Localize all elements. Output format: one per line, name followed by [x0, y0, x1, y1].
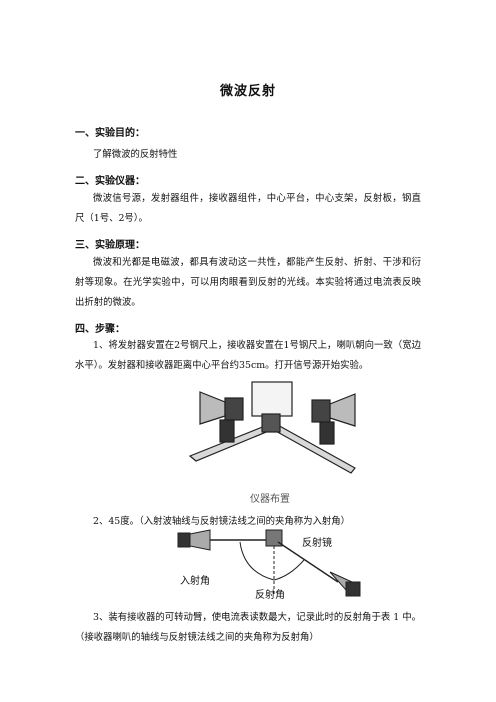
step-1: 1、将发射器安置在2号钢尺上，接收器安置在1号钢尺上，喇叭朝向一致（宽边水平）。…	[75, 340, 421, 371]
figure-caption: 仪器布置	[250, 494, 290, 505]
section-text-principle: 微波和光都是电磁波，都具有波动这一共性，都能产生反射、折射、干涉和衍射等现象。在…	[75, 257, 421, 308]
step-2: 2、45度。（入射波轴线与反射镜法线之间的夹角称为入射角）	[93, 516, 350, 527]
apparatus-figure	[188, 381, 356, 474]
section-heading-purpose: 一、实验目的：	[75, 128, 145, 139]
section-text-purpose: 了解微波的反射特性	[93, 149, 178, 160]
section-text-equipment: 微波信号源，发射器组件，接收器组件，中心平台，中心支架，反射板，钢直尺（1号、2…	[75, 193, 421, 224]
label-incident-angle: 入射角	[180, 576, 210, 587]
section-heading-equipment: 二、实验仪器：	[75, 176, 145, 187]
section-heading-principle: 三、实验原理：	[75, 240, 145, 251]
section-heading-steps: 四、步骤：	[75, 324, 125, 335]
label-mirror: 反射镜	[302, 538, 332, 549]
page-title: 微波反射	[219, 84, 276, 99]
label-reflection-angle: 反射角	[255, 590, 285, 601]
step-3: 3、装有接收器的可转动臂，使电流表读数最大，记录此时的反射角于表 1 中。（接收…	[75, 612, 421, 643]
reflection-figure	[177, 529, 361, 597]
